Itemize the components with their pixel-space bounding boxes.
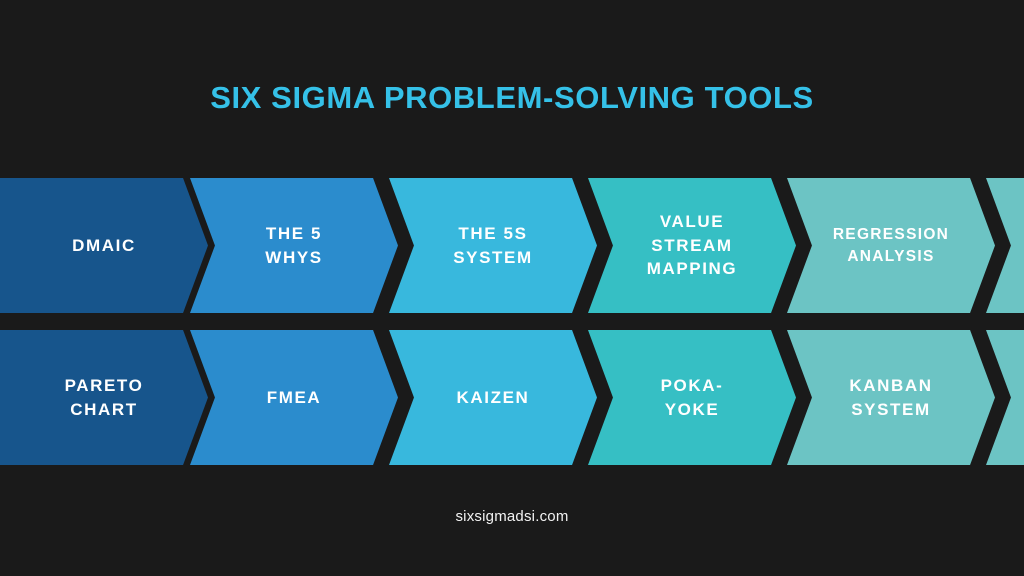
page-title: SIX SIGMA PROBLEM-SOLVING TOOLS (0, 0, 1024, 178)
top-arrow-row: DMAIC THE 5 WHYS THE 5S SYSTEM VALUE STREAM… (0, 178, 1024, 313)
arrow-label: KANBAN SYSTEM (849, 376, 933, 419)
arrow-bottom-row-kaizen[interactable]: KAIZEN (389, 330, 597, 465)
footer-website-text: sixsigmadsi.com (455, 508, 569, 525)
arrow-bottom-row-fmea[interactable]: FMEA (190, 330, 398, 465)
arrow-label: VALUE STREAM MAPPING (646, 212, 738, 279)
arrow-label: FMEA (266, 387, 322, 407)
arrow-top-row-value-stream-mapping[interactable]: VALUE STREAM MAPPING (588, 178, 796, 313)
arrow-bottom-row-kanban-system[interactable]: KANBAN SYSTEM (787, 330, 995, 465)
arrow-top-row-the-5s-system[interactable]: THE 5S SYSTEM (389, 178, 597, 313)
bottom-arrow-row: PARETO CHART FMEA KAIZEN POKA- YOKE KANBAN S… (0, 330, 1024, 465)
page-title-text: SIX SIGMA PROBLEM-SOLVING TOOLS (210, 80, 814, 115)
arrow-label: DMAIC (72, 235, 136, 255)
arrow-label: PARETO CHART (64, 376, 144, 419)
arrow-bottom-row-poka-yoke[interactable]: POKA- YOKE (588, 330, 796, 465)
arrow-label: POKA- YOKE (660, 376, 724, 419)
footer: sixsigmadsi.com (0, 465, 1024, 576)
arrow-label: REGRESSION ANALYSIS (832, 226, 950, 265)
arrow-top-row-the-5-whys[interactable]: THE 5 WHYS (190, 178, 398, 313)
arrow-label: THE 5S SYSTEM (453, 224, 533, 267)
arrow-bottom-row-pareto-chart[interactable]: PARETO CHART (0, 330, 208, 465)
arrow-top-row-regression-analysis[interactable]: REGRESSION ANALYSIS (787, 178, 995, 313)
arrow-label: THE 5 WHYS (265, 224, 323, 267)
arrow-label: KAIZEN (456, 387, 530, 407)
arrow-top-row-dmaic[interactable]: DMAIC (0, 178, 208, 313)
